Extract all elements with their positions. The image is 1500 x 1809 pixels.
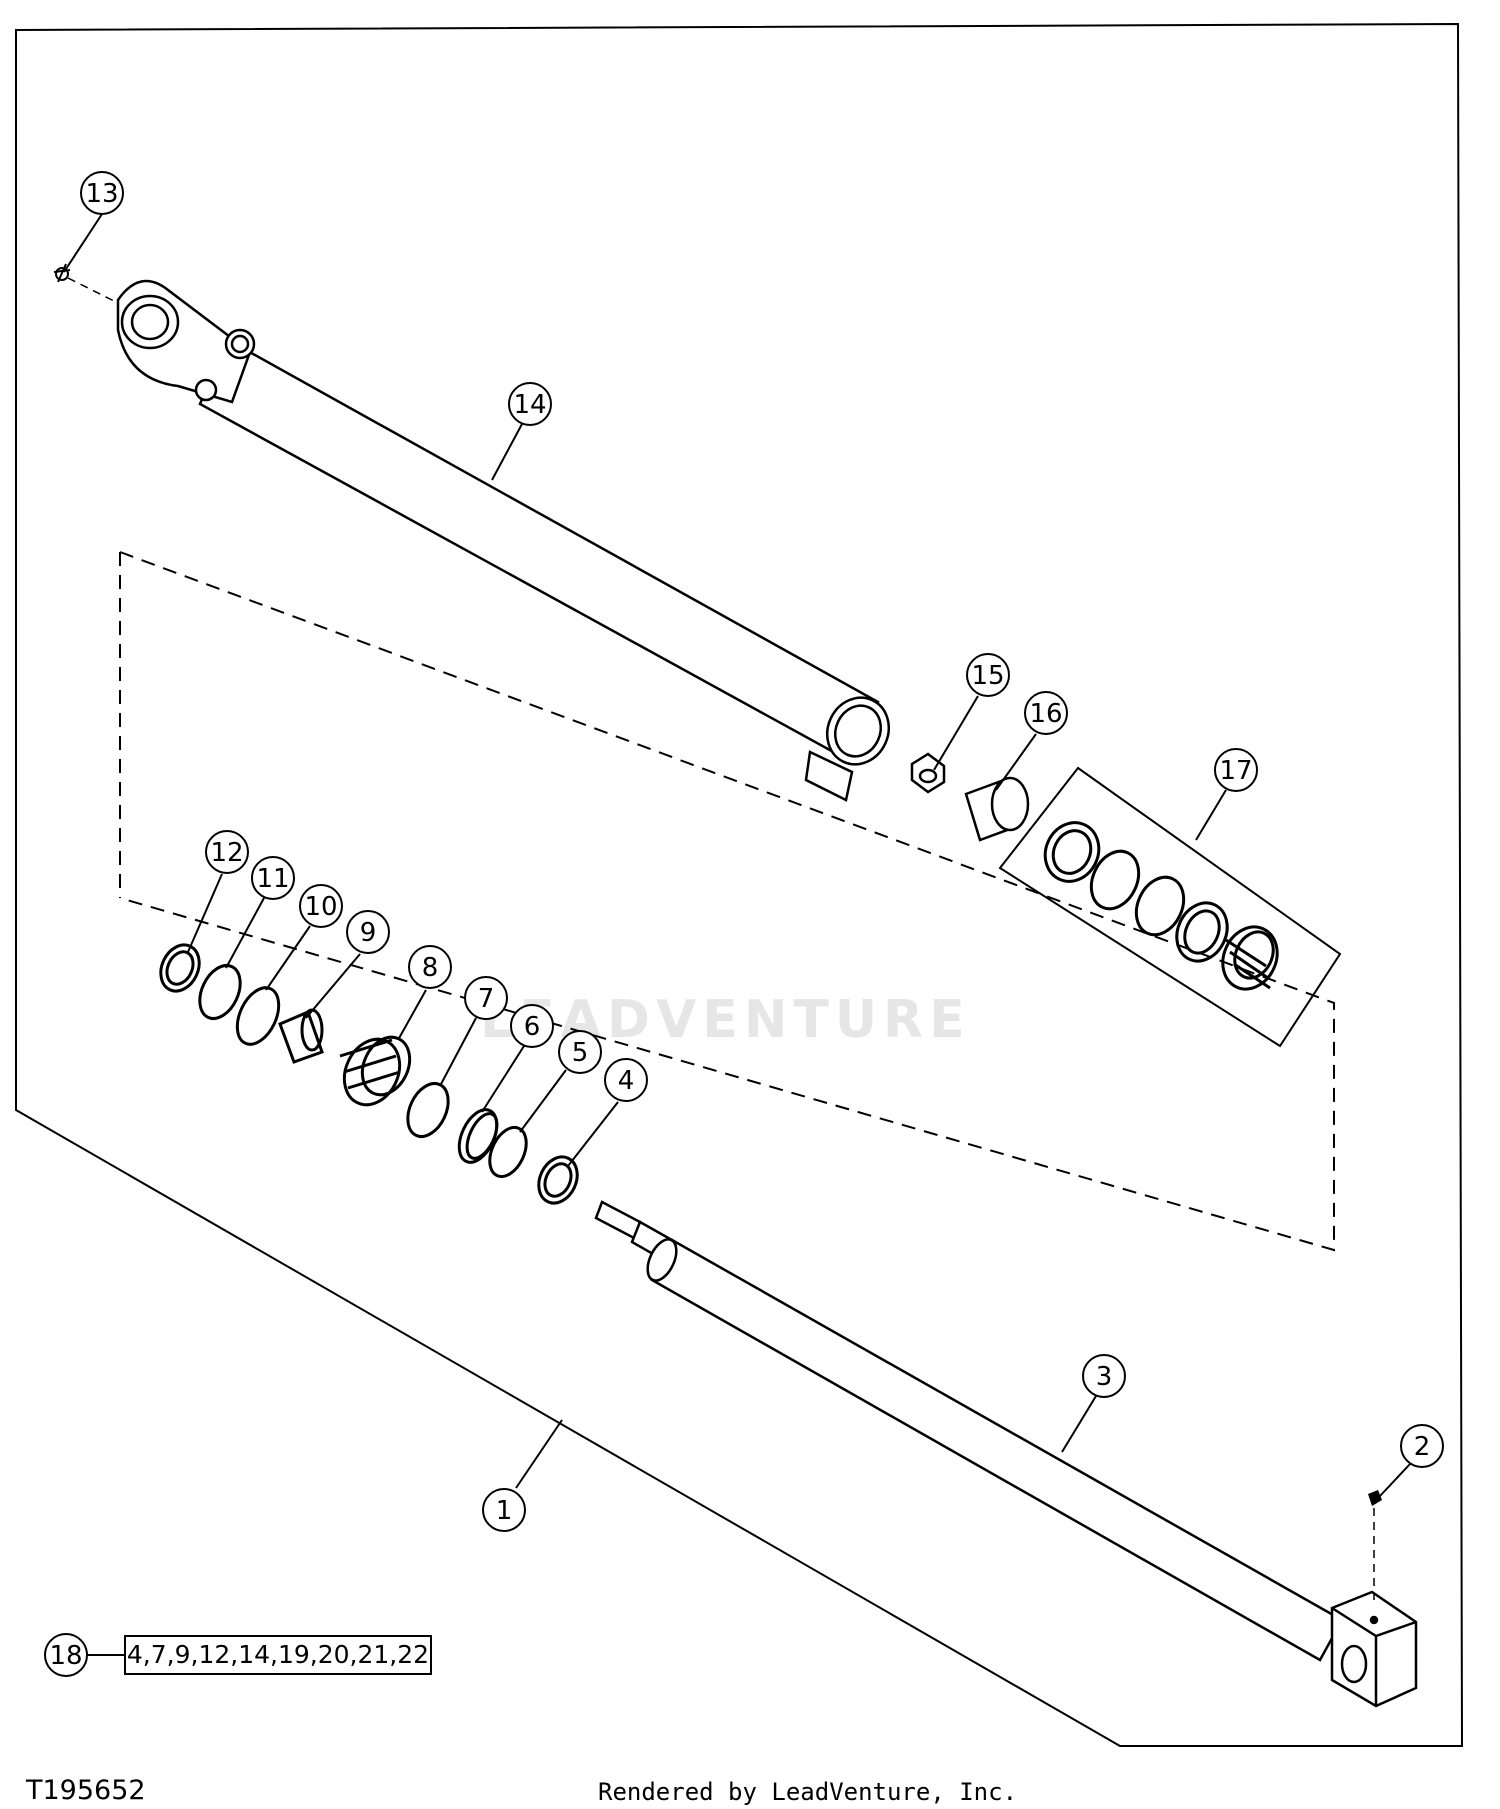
seal-ring-parts (159, 943, 579, 1205)
callout-1 (482, 1488, 526, 1532)
watermark-text: LEADVENTURE (480, 990, 971, 1050)
callout-9 (346, 910, 390, 954)
piston-rod-part (594, 1200, 1418, 1708)
leader-lines (63, 213, 1411, 1497)
seal-group-bracket (119, 551, 1335, 1252)
kit-parts-list: 4,7,9,12,14,19,20,21,22 (124, 1635, 432, 1675)
callout-2 (1400, 1424, 1444, 1468)
callout-17 (1214, 748, 1258, 792)
callout-10-label: 10 (304, 892, 337, 922)
callout-4 (604, 1058, 648, 1102)
diagram-frame (15, 22, 1464, 1747)
seal-kit-box (998, 766, 1342, 1048)
callout-5 (558, 1030, 602, 1074)
callout-3 (1082, 1354, 1126, 1398)
callout-3-label: 3 (1096, 1362, 1113, 1392)
callout-4-label: 4 (618, 1066, 635, 1096)
callout-14 (508, 382, 552, 426)
callout-16 (1024, 691, 1068, 735)
plug-part (1368, 1490, 1382, 1606)
diagram-id: T195652 (26, 1775, 146, 1806)
callout-2-label: 2 (1414, 1432, 1431, 1462)
callout-9-label: 9 (360, 918, 377, 948)
wear-ring-part (964, 776, 1030, 842)
render-credit: Rendered by LeadVenture, Inc. (598, 1778, 1018, 1806)
callout-15 (966, 653, 1010, 697)
callout-7-label: 7 (478, 984, 495, 1014)
grease-fitting-part (53, 263, 117, 303)
callout-12 (205, 830, 249, 874)
callout-12-label: 12 (210, 838, 243, 868)
callout-8-label: 8 (422, 953, 439, 983)
callout-10 (299, 884, 343, 928)
callout-15-label: 15 (971, 661, 1004, 691)
nut-part (910, 752, 946, 794)
callout-14-label: 14 (513, 390, 546, 420)
callout-16-label: 16 (1029, 699, 1062, 729)
callout-5-label: 5 (572, 1038, 589, 1068)
cylinder-barrel-part (116, 279, 891, 802)
callout-11 (251, 856, 295, 900)
callout-6-label: 6 (524, 1012, 541, 1042)
callout-7 (464, 976, 508, 1020)
callout-17-label: 17 (1219, 756, 1252, 786)
callout-13-label: 13 (85, 179, 118, 209)
callout-13 (80, 171, 124, 215)
callout-1-label: 1 (496, 1496, 513, 1526)
callout-8 (408, 945, 452, 989)
callout-18-label: 18 (49, 1641, 82, 1671)
callout-6 (510, 1004, 554, 1048)
callout-11-label: 11 (256, 864, 289, 894)
